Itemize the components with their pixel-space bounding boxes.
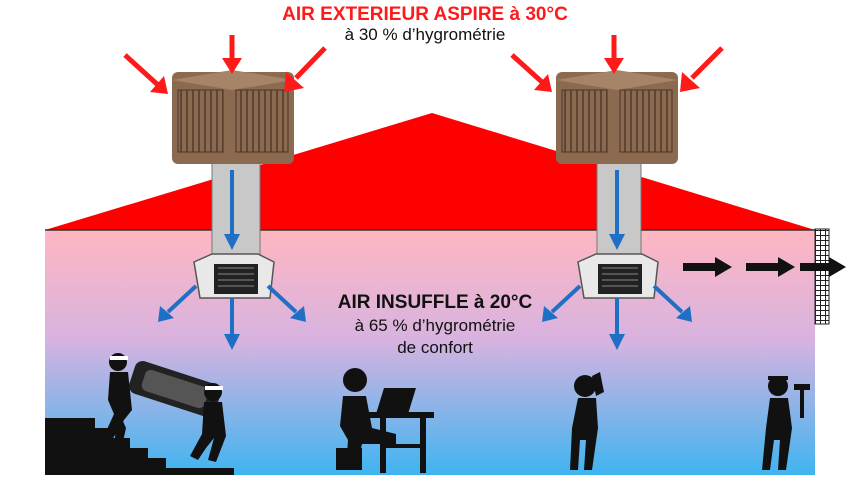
exhaust-arrows: [683, 257, 846, 277]
staircase: [45, 418, 234, 475]
diffuser-flow-arrow-icon: [542, 284, 582, 322]
person-at-laptop-icon: [336, 368, 434, 473]
supply-arrows: [158, 170, 692, 350]
diffuser-flow-arrow-icon: [652, 284, 692, 322]
duct-flow-arrow-icon: [224, 170, 240, 250]
workers-carrying-load-icon: [104, 353, 226, 462]
intake-arrow-icon: [222, 35, 242, 74]
intake-arrow-icon: [604, 35, 624, 74]
air-diffuser-icon: [193, 253, 275, 299]
diffuser-flow-arrow-icon: [266, 284, 306, 322]
exhaust-arrow-icon: [683, 257, 732, 277]
evaporative-cooler-icon: [172, 70, 294, 261]
roof: [45, 113, 815, 230]
supply-air-comfort: de confort: [397, 338, 473, 357]
intake-arrow-icon: [510, 53, 552, 92]
diffuser-flow-arrow-icon: [224, 298, 240, 350]
diffuser-flow-arrow-icon: [609, 298, 625, 350]
intake-arrows: [123, 35, 724, 94]
air-diffuser-icon: [577, 253, 659, 299]
intake-arrow-icon: [680, 46, 724, 92]
person-on-phone-icon: [570, 372, 604, 470]
exhaust-arrow-icon: [800, 257, 846, 277]
intake-arrow-icon: [284, 46, 327, 92]
exhaust-arrow-icon: [746, 257, 795, 277]
diffuser-flow-arrow-icon: [158, 284, 198, 322]
outside-air-title: AIR EXTERIEUR ASPIRE à 30°C: [282, 4, 568, 25]
supply-air-title: AIR INSUFFLE à 20°C: [337, 292, 533, 313]
evaporative-cooler-icon: [556, 70, 678, 261]
duct-flow-arrow-icon: [609, 170, 625, 250]
worker-with-hammer-icon: [762, 376, 810, 470]
supply-air-humidity: à 65 % d’hygrométrie: [354, 316, 516, 335]
exhaust-vent-icon: [814, 228, 830, 325]
outside-air-humidity: à 30 % d’hygrométrie: [344, 25, 506, 44]
intake-arrow-icon: [123, 53, 168, 94]
